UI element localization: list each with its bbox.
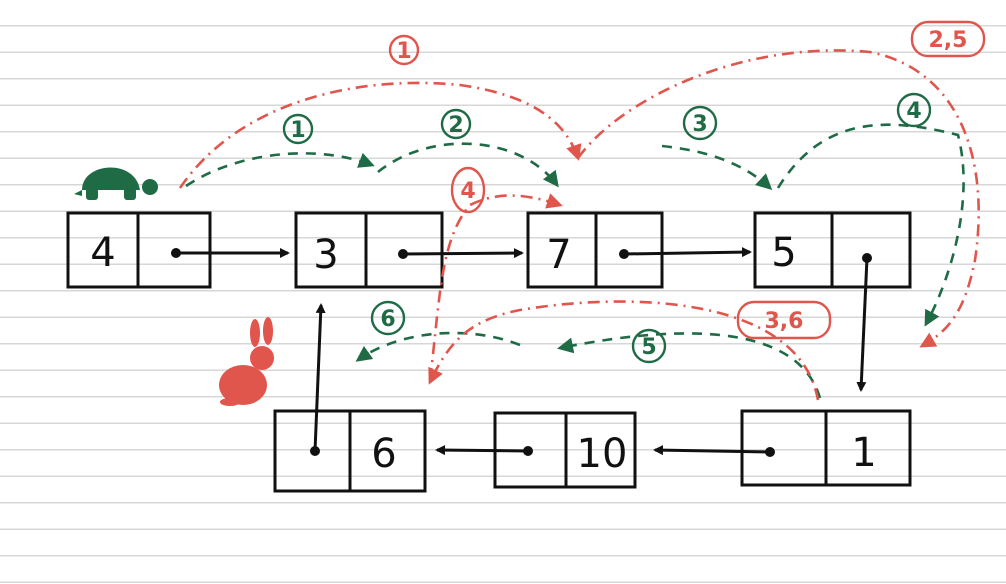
node-box-6: [273, 409, 427, 493]
next-pointer-arrow: [653, 445, 771, 456]
svg-text:1: 1: [396, 39, 411, 64]
slow-step-label-2: 2: [440, 108, 472, 140]
node-value-3: 3: [313, 232, 338, 278]
cycle-pointer-arrow: [313, 303, 326, 452]
svg-text:5: 5: [641, 335, 656, 360]
slow-step-label-5: 5: [631, 328, 667, 364]
fast-step-label-3-6: 3,6: [736, 300, 832, 340]
svg-text:6: 6: [380, 307, 395, 332]
node-value-5: 5: [771, 230, 796, 276]
fast-step-label-1: 1: [388, 34, 420, 66]
slow-step-label-6: 6: [370, 300, 406, 336]
node-value-6: 6: [371, 431, 396, 477]
next-pointer-arrow: [856, 257, 869, 392]
slow-move-arrow-1: [185, 152, 375, 188]
svg-text:4: 4: [460, 179, 475, 204]
slow-move-arrow-2: [377, 142, 559, 188]
node-box-4: [66, 211, 212, 289]
next-pointer-arrow: [402, 248, 524, 259]
svg-text:3,6: 3,6: [765, 309, 804, 334]
fast-step-label-2-5: 2,5: [910, 20, 986, 58]
svg-text:2: 2: [448, 113, 463, 138]
fast-move-arrow-2: [576, 49, 980, 348]
fast-move-arrow-4: [428, 193, 563, 381]
fast-move-arrow-1: [178, 81, 582, 189]
node-box-3: [294, 211, 444, 289]
svg-text:1: 1: [290, 118, 305, 143]
slow-move-arrow-3: [661, 144, 773, 191]
svg-text:4: 4: [906, 99, 921, 124]
node-value-10: 10: [577, 431, 628, 477]
fast-step-label-4: 4: [450, 166, 486, 214]
slow-step-label-3: 3: [682, 105, 718, 141]
slow-step-label-4: 4: [896, 92, 932, 128]
node-box-7: [526, 211, 664, 289]
tortoise-icon: [74, 167, 158, 200]
next-pointer-arrow: [623, 247, 752, 258]
node-box-1: [740, 409, 912, 487]
next-pointer-arrow: [435, 445, 529, 456]
svg-text:2,5: 2,5: [929, 28, 968, 53]
node-value-4: 4: [90, 230, 115, 276]
node-value-1: 1: [851, 430, 876, 476]
slow-step-label-1: 1: [282, 113, 314, 145]
svg-text:3: 3: [692, 112, 707, 137]
node-box-5: [753, 211, 912, 289]
slow-move-arrow-4: [776, 123, 965, 327]
rabbit-icon: [219, 317, 274, 406]
fast-move-arrow-3: [428, 300, 820, 401]
slow-move-arrow-5: [557, 332, 822, 399]
node-value-7: 7: [546, 232, 571, 278]
slow-move-arrow-6: [355, 331, 521, 362]
